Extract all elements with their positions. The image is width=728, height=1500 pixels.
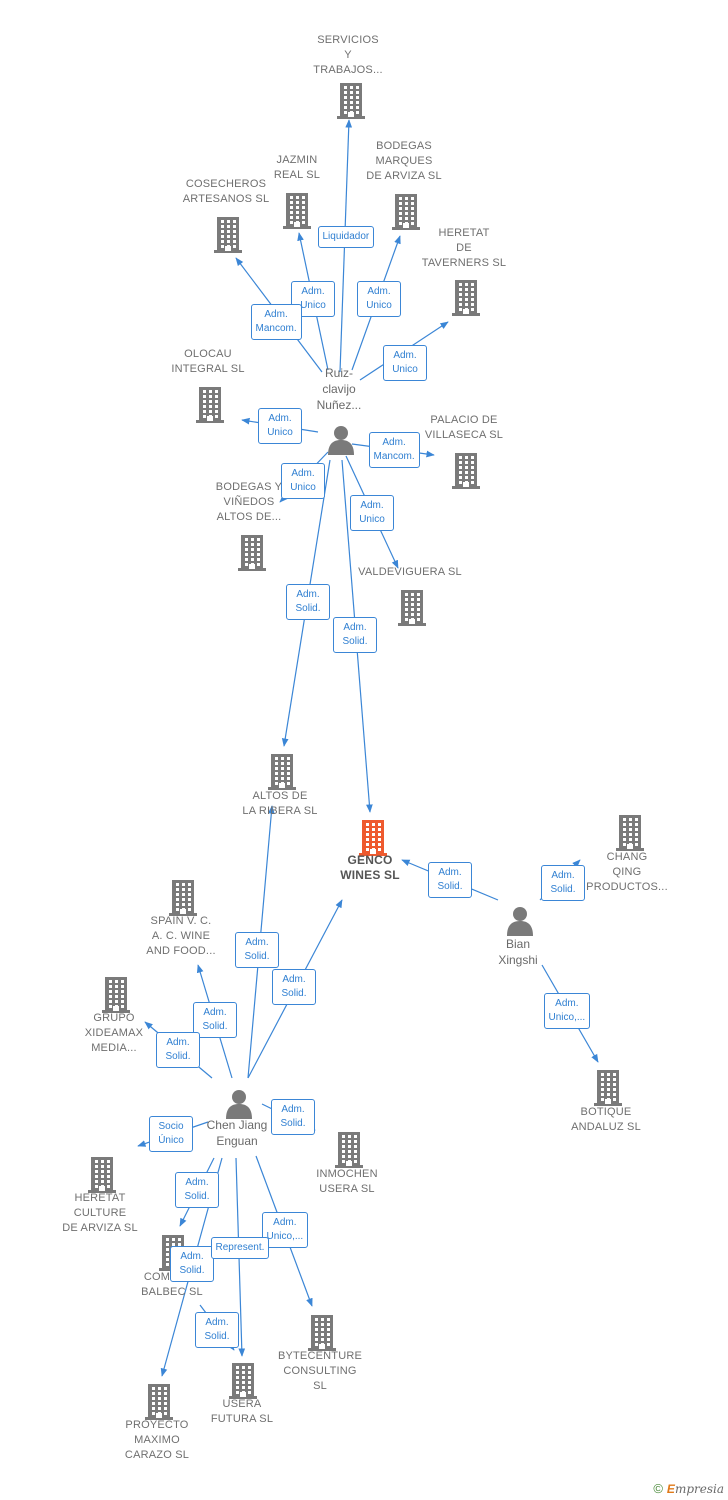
edge-label-chen-bytecenture[interactable]: Adm. Unico,... [261, 1212, 309, 1248]
bodegas-vinedos-building-icon[interactable] [237, 535, 267, 576]
edge-label-chen-usera[interactable]: Adm. Solid. [195, 1312, 239, 1348]
altos-ribera-label[interactable]: ALTOS DE LA RIBERA SL [242, 790, 318, 817]
usera-label[interactable]: USERA FUTURA SL [210, 1398, 274, 1425]
usera-building-icon[interactable] [228, 1363, 258, 1404]
edge-label-chen-genco[interactable]: Adm. Solid. [272, 969, 316, 1005]
altos-ribera-building-icon[interactable] [267, 754, 297, 795]
brand-footer: ©Empresia [653, 1481, 724, 1496]
edge-label-ruiz-olocau[interactable]: Adm. Unico [258, 408, 302, 444]
chen-person-icon[interactable] [224, 1089, 254, 1124]
jazmin-label[interactable]: JAZMIN REAL SL [273, 154, 321, 181]
edge-label-chen-combray[interactable]: Adm. Solid. [175, 1172, 219, 1208]
edge-label-ruiz-genco[interactable]: Adm. Solid. [333, 617, 377, 653]
inmochen-building-icon[interactable] [334, 1132, 364, 1173]
edge-label-bian-genco[interactable]: Adm. Solid. [428, 862, 472, 898]
grupo-label[interactable]: GRUPO XIDEAMAX MEDIA... [84, 1012, 144, 1054]
bytecenture-label[interactable]: BYTECENTURE CONSULTING SL [277, 1350, 363, 1392]
olocau-building-icon[interactable] [195, 387, 225, 428]
edge-label-chen-altos_ribera[interactable]: Adm. Solid. [235, 932, 279, 968]
spain-building-icon[interactable] [168, 880, 198, 921]
grupo-building-icon[interactable] [101, 977, 131, 1018]
edge-label-ruiz-valdeviguera[interactable]: Adm. Unico [350, 495, 394, 531]
edge-label-chen-grupo[interactable]: Adm. Solid. [156, 1032, 200, 1068]
olocau-label[interactable]: OLOCAU INTEGRAL SL [171, 348, 245, 375]
valdeviguera-building-icon[interactable] [397, 590, 427, 631]
palacio-building-icon[interactable] [451, 453, 481, 494]
heretat-tav-label[interactable]: HERETAT DE TAVERNERS SL [421, 227, 507, 269]
cosecheros-label[interactable]: COSECHEROS ARTESANOS SL [182, 178, 270, 205]
bodegas-marques-label[interactable]: BODEGAS MARQUES DE ARVIZA SL [366, 140, 442, 182]
inmochen-label[interactable]: INMOCHEN USERA SL [316, 1168, 378, 1195]
palacio-label[interactable]: PALACIO DE VILLASECA SL [424, 414, 504, 441]
heretat-cult-building-icon[interactable] [87, 1157, 117, 1198]
heretat-tav-building-icon[interactable] [451, 280, 481, 321]
botique-label[interactable]: BOTIQUE ANDALUZ SL [571, 1106, 641, 1133]
ruiz-person-label[interactable]: Ruiz- clavijo Nuñez... [316, 366, 362, 412]
heretat-cult-label[interactable]: HERETAT CULTURE DE ARVIZA SL [62, 1192, 138, 1234]
chang-label[interactable]: CHANG QING PRODUCTOS... [586, 851, 668, 893]
genco-label[interactable]: GENCO WINES SL [340, 853, 400, 882]
edge-label-ruiz-cosecheros[interactable]: Adm. Mancom. [250, 304, 302, 340]
edge-label-ruiz-bodegas_vinedos[interactable]: Adm. Unico [281, 463, 325, 499]
brand-initial: E [666, 1482, 675, 1496]
chang-building-icon[interactable] [615, 815, 645, 856]
copyright-symbol: © [653, 1481, 663, 1496]
edge-label-ruiz-servicios[interactable]: Liquidador [317, 226, 375, 248]
edge-label-chen-usera[interactable]: Represent. [210, 1237, 270, 1259]
cosecheros-building-icon[interactable] [213, 217, 243, 258]
edge-label-bian-chang[interactable]: Adm. Solid. [541, 865, 585, 901]
ruiz-person-icon[interactable] [326, 425, 356, 460]
edge-label-ruiz-jazmin[interactable]: Adm. Unico [291, 281, 335, 317]
brand-name: mpresia [674, 1482, 724, 1496]
spain-label[interactable]: SPAIN V. C. A. C. WINE AND FOOD... [146, 915, 216, 957]
edge-label-ruiz-bodegas_marques[interactable]: Adm. Unico [357, 281, 401, 317]
bodegas-marques-building-icon[interactable] [391, 194, 421, 235]
servicios-label[interactable]: SERVICIOS Y TRABAJOS... [313, 34, 383, 76]
proyecto-label[interactable]: PROYECTO MAXIMO CARAZO SL [124, 1419, 190, 1461]
jazmin-building-icon[interactable] [282, 193, 312, 234]
proyecto-building-icon[interactable] [144, 1384, 174, 1425]
valdeviguera-label[interactable]: VALDEVIGUERA SL [358, 566, 462, 578]
bian-person-label[interactable]: Bian Xingshi [498, 937, 538, 967]
edge-label-chen-proyecto[interactable]: Adm. Solid. [170, 1246, 214, 1282]
botique-building-icon[interactable] [593, 1070, 623, 1111]
bian-person-icon[interactable] [505, 906, 535, 941]
edge-label-chen-heretat_cult[interactable]: Socio Único [149, 1116, 193, 1152]
edge-label-ruiz-palacio[interactable]: Adm. Mancom. [368, 432, 420, 468]
bytecenture-building-icon[interactable] [307, 1315, 337, 1356]
edge-label-ruiz-heretat_tav[interactable]: Adm. Unico [383, 345, 427, 381]
genco-building-icon[interactable] [358, 820, 388, 861]
servicios-building-icon[interactable] [336, 83, 366, 124]
edge-label-chen-inmochen[interactable]: Adm. Solid. [271, 1099, 315, 1135]
chen-person-label[interactable]: Chen Jiang Enguan [206, 1118, 268, 1148]
edge-label-ruiz-altos_ribera[interactable]: Adm. Solid. [286, 584, 330, 620]
bodegas-vinedos-label[interactable]: BODEGAS Y VIÑEDOS ALTOS DE... [215, 481, 283, 523]
edge-label-chen-spain[interactable]: Adm. Solid. [193, 1002, 237, 1038]
edge-label-bian-botique[interactable]: Adm. Unico,... [543, 993, 591, 1029]
